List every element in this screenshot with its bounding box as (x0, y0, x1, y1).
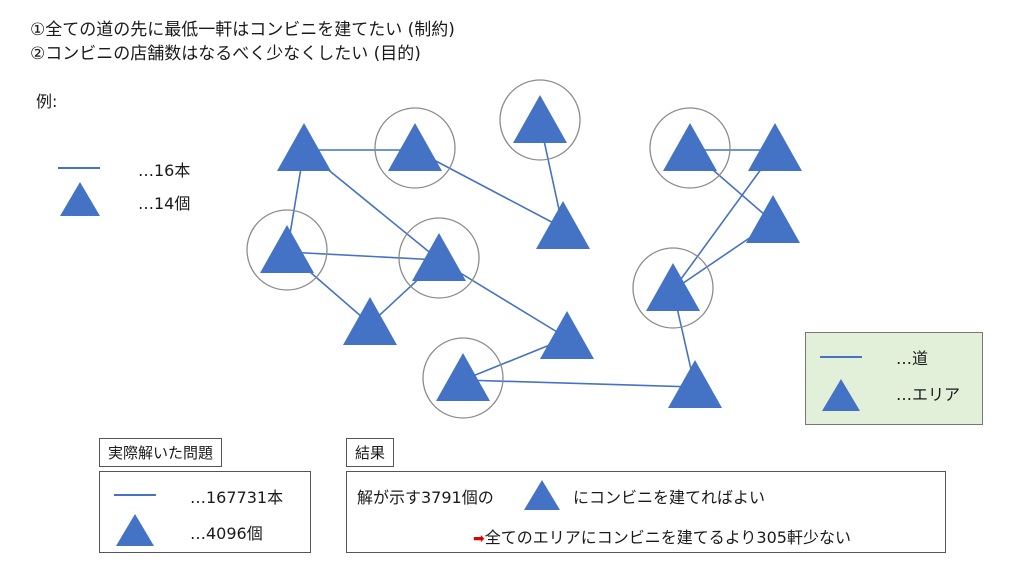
area-node-n9 (436, 353, 490, 401)
result-line2: 全てのエリアにコンビニを建てるより305軒少ない (484, 528, 851, 547)
red-arrow-icon: ➡ (473, 531, 485, 547)
actual-road-swatch (114, 494, 156, 496)
area-node-n10 (668, 360, 722, 408)
key-legend-box: …道 …エリア (805, 332, 983, 425)
area-node-n1 (277, 123, 331, 171)
area-node-n3 (513, 95, 567, 143)
objective-line: ②コンビニの店舗数はなるべく少なくしたい (目的) (30, 44, 421, 64)
result-line1-post: にコンビニを建てればよい (573, 488, 766, 507)
key-area-label: …エリア (896, 385, 961, 404)
constraint-line: ①全ての道の先に最低一軒はコンビニを建てたい (制約) (30, 20, 455, 40)
key-road-label: …道 (896, 349, 929, 368)
store-circle-n6 (398, 217, 480, 299)
key-road-swatch (820, 356, 862, 358)
key-area-swatch (822, 379, 860, 411)
result-line1-pre: 解が示す3791個の (357, 488, 494, 507)
actual-title: 実際解いた問題 (99, 438, 223, 467)
circles-layer (246, 79, 731, 419)
road-edge-2 (414, 149, 564, 229)
area-node-n14 (646, 263, 700, 311)
area-node-n4 (536, 201, 590, 249)
store-circle-n9 (422, 337, 504, 419)
nodes-layer (260, 95, 802, 408)
result-area-icon (524, 480, 560, 510)
actual-area-swatch (116, 514, 154, 546)
example-area-count: …14個 (138, 194, 191, 213)
area-node-n8 (540, 311, 594, 359)
store-circle-n2 (374, 107, 456, 189)
road-edge-6 (286, 251, 440, 261)
example-label: 例: (36, 92, 58, 111)
road-edge-11 (462, 379, 696, 388)
result-title: 結果 (346, 438, 395, 467)
actual-box: …167731本 …4096個 (99, 471, 311, 553)
store-circle-n11 (649, 107, 731, 189)
road-edge-15 (672, 149, 776, 291)
actual-road-count: …167731本 (190, 488, 284, 507)
area-node-n5 (260, 225, 314, 273)
area-node-n7 (343, 297, 397, 345)
store-circle-n14 (632, 247, 714, 329)
example-road-swatch (58, 167, 100, 169)
result-box: 解が示す3791個の にコンビニを建てればよい ➡全てのエリアにコンビニを建てる… (346, 471, 946, 553)
actual-area-count: …4096個 (190, 524, 263, 543)
area-node-n13 (746, 195, 800, 243)
area-node-n2 (388, 123, 442, 171)
area-node-n11 (663, 123, 717, 171)
example-area-swatch (60, 182, 100, 216)
example-road-count: …16本 (138, 161, 191, 180)
store-circle-n3 (499, 79, 581, 161)
store-circle-n5 (246, 209, 328, 291)
area-node-n6 (412, 233, 466, 281)
area-node-n12 (748, 123, 802, 171)
